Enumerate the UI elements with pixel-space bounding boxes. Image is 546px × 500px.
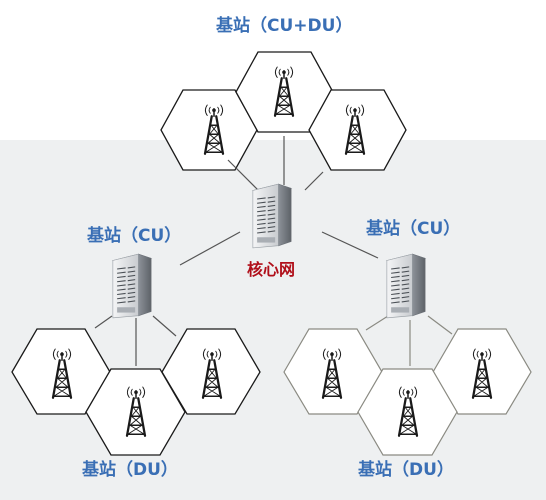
top-cell-right <box>308 89 407 171</box>
label-bottom-right-du: 基站（DU） <box>358 460 454 480</box>
right-du-links <box>365 315 453 366</box>
label-right-cu: 基站（CU） <box>366 219 461 239</box>
label-top-cu-du: 基站（CU+DU） <box>216 16 353 36</box>
label-core-network: 核心网 <box>247 260 296 279</box>
right-cu-server-icon <box>386 253 426 319</box>
link-right-cu-du-right <box>427 315 453 335</box>
link-right-cu-du-left <box>365 315 389 331</box>
right-du-cell-right <box>432 328 532 415</box>
link-left-cu-du-right <box>152 315 177 337</box>
core-server-icon <box>252 183 292 249</box>
left-cu-server-icon <box>112 253 152 319</box>
link-core-right-cu <box>321 231 379 259</box>
label-left-cu: 基站（CU） <box>87 226 182 246</box>
label-bottom-left-du: 基站（DU） <box>82 460 178 480</box>
link-left-cu-du-left <box>94 315 113 329</box>
network-links <box>94 136 379 366</box>
link-core-top-right <box>304 171 324 191</box>
link-core-left-cu <box>179 231 241 266</box>
link-core-top-left <box>227 159 261 193</box>
